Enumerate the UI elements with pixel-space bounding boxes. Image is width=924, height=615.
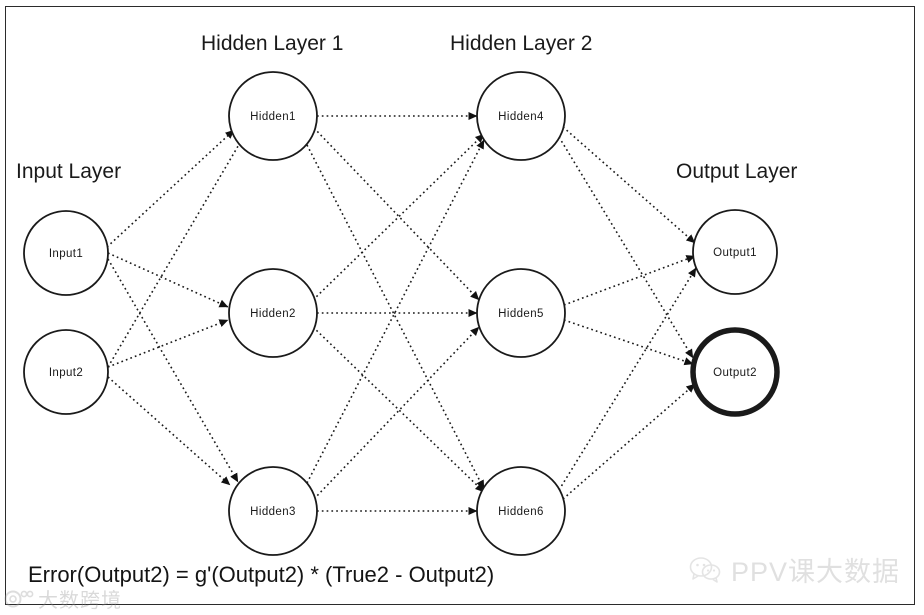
edge-input1-hidden2 [107, 252, 229, 308]
edge-input2-hidden1 [107, 135, 245, 368]
node-output2[interactable]: Output2 [690, 327, 780, 417]
error-formula: Error(Output2) = g'(Output2) * (True2 - … [28, 562, 495, 587]
node-hidden6-label: Hidden6 [498, 506, 544, 518]
edges-input-to-hidden1 [106, 129, 245, 486]
edge-input1-hidden3 [107, 258, 239, 483]
node-output1[interactable]: Output1 [692, 209, 778, 295]
node-hidden3-label: Hidden3 [250, 506, 296, 518]
node-hidden2[interactable]: Hidden2 [228, 268, 318, 358]
edge-hidden1-hidden6 [306, 144, 485, 490]
node-hidden6[interactable]: Hidden6 [476, 466, 566, 556]
edge-hidden6-output1 [558, 267, 697, 491]
node-hidden1[interactable]: Hidden1 [228, 71, 318, 161]
edge-hidden5-output2 [563, 319, 694, 366]
edge-hidden2-hidden4 [312, 133, 485, 301]
edge-input2-hidden3 [107, 376, 231, 486]
edge-hidden1-hidden5 [313, 127, 480, 301]
node-hidden4[interactable]: Hidden4 [476, 71, 566, 161]
edge-hidden3-hidden5 [313, 326, 480, 500]
edges-hidden1-to-hidden2 [306, 111, 485, 516]
edge-hidden6-output2 [562, 383, 696, 500]
title-input-layer: Input Layer [16, 160, 122, 183]
node-input2[interactable]: Input2 [23, 329, 109, 415]
node-input2-label: Input2 [49, 367, 83, 379]
edge-hidden3-hidden4 [306, 139, 485, 484]
node-output1-label: Output1 [713, 247, 757, 259]
title-hidden-layer-1: Hidden Layer 1 [201, 32, 344, 55]
node-hidden3[interactable]: Hidden3 [228, 466, 318, 556]
edges-hidden2-to-output [558, 126, 697, 500]
title-output-layer: Output Layer [676, 160, 798, 183]
edge-input2-hidden2 [107, 319, 229, 368]
edge-hidden4-output1 [562, 126, 696, 244]
node-hidden2-label: Hidden2 [250, 308, 296, 320]
node-hidden5-label: Hidden5 [498, 308, 544, 320]
title-hidden-layer-2: Hidden Layer 2 [450, 32, 593, 55]
node-output2-label: Output2 [713, 367, 757, 379]
node-hidden5[interactable]: Hidden5 [476, 268, 566, 358]
diagram-frame [5, 6, 915, 605]
edge-hidden2-hidden6 [312, 326, 485, 493]
node-input1-label: Input1 [49, 248, 83, 260]
node-input1[interactable]: Input1 [23, 210, 109, 296]
edge-hidden5-output1 [563, 255, 696, 306]
edge-input1-hidden1 [106, 129, 235, 248]
node-hidden1-label: Hidden1 [250, 111, 296, 123]
node-hidden4-label: Hidden4 [498, 111, 544, 123]
